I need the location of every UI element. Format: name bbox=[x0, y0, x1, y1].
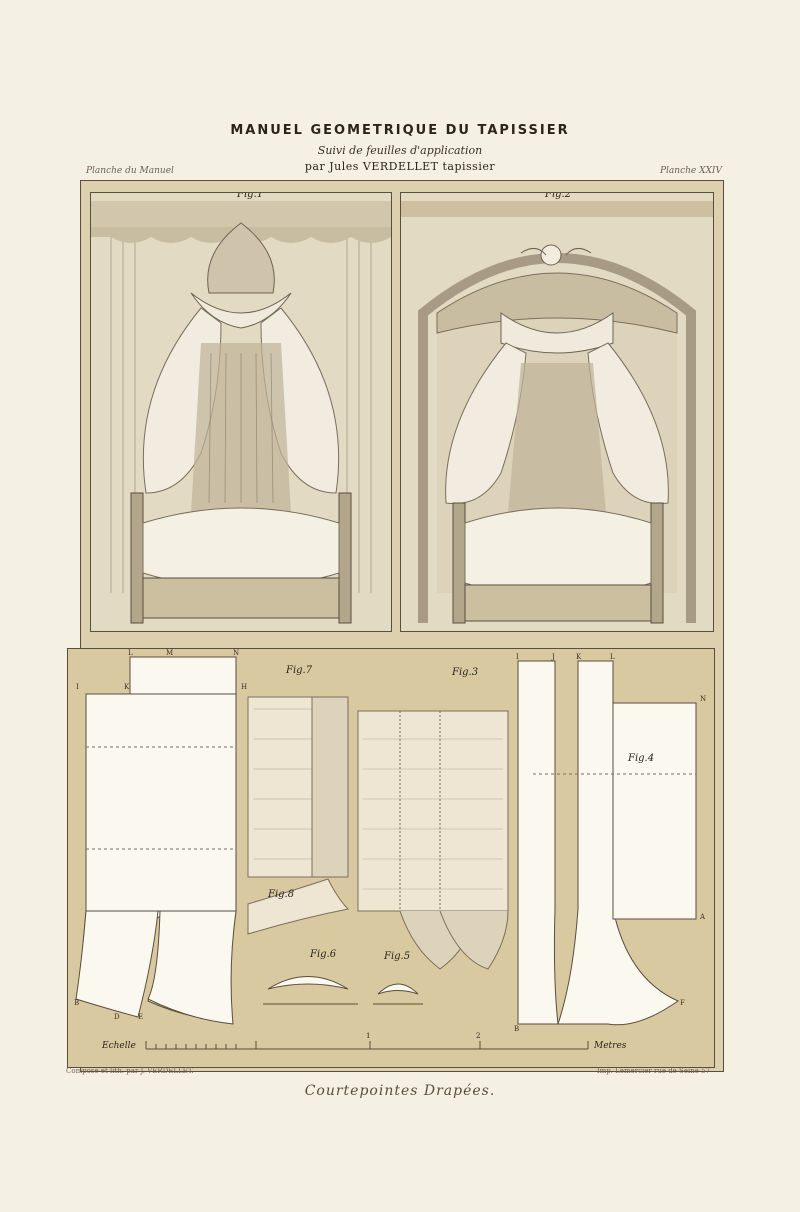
svg-text:N: N bbox=[233, 649, 239, 657]
fig1-panel: Fig.1 bbox=[90, 192, 392, 632]
fig6-label: Fig.6 bbox=[310, 949, 337, 960]
svg-text:B: B bbox=[74, 999, 79, 1007]
svg-text:N: N bbox=[700, 695, 706, 703]
svg-text:M: M bbox=[166, 649, 173, 657]
svg-text:K: K bbox=[576, 653, 582, 661]
svg-text:K: K bbox=[124, 683, 130, 691]
fig1-label: Fig.1 bbox=[237, 192, 264, 200]
svg-text:D: D bbox=[114, 1013, 120, 1021]
pattern-panel: I K L M N H B D E bbox=[67, 648, 715, 1068]
fig2-label: Fig.2 bbox=[545, 192, 572, 200]
svg-text:F: F bbox=[680, 999, 685, 1007]
fig5-label: Fig.5 bbox=[384, 951, 411, 962]
svg-text:A: A bbox=[699, 913, 706, 921]
footer-credit-left: Composé et lith. par J. VERDELLET. bbox=[66, 1067, 194, 1075]
fig7-label: Fig.7 bbox=[286, 665, 313, 676]
scale-tick-2: 2 bbox=[476, 1032, 481, 1040]
fig1-bed-illustration bbox=[91, 193, 391, 631]
svg-text:L: L bbox=[128, 649, 133, 657]
fig8-label: Fig.8 bbox=[268, 889, 295, 900]
scale-label-right: Metres bbox=[594, 1041, 627, 1051]
svg-text:L: L bbox=[610, 653, 615, 661]
svg-text:E: E bbox=[138, 1013, 143, 1021]
plate-subtitle: Suivi de feuilles d'application bbox=[317, 144, 483, 157]
svg-text:B: B bbox=[514, 1025, 519, 1033]
fig4-label: Fig.4 bbox=[628, 753, 655, 764]
svg-text:I: I bbox=[76, 683, 79, 691]
svg-text:I: I bbox=[516, 653, 519, 661]
scale-label-left: Echelle bbox=[102, 1041, 136, 1051]
svg-text:H: H bbox=[241, 683, 247, 691]
svg-text:J: J bbox=[551, 653, 555, 661]
fig2-bed-illustration bbox=[401, 193, 713, 631]
plate-title: MANUEL GEOMETRIQUE DU TAPISSIER bbox=[230, 123, 570, 138]
fig2-panel: Fig.2 bbox=[400, 192, 714, 632]
footer-credit-right: Imp. Lemercier rue de Seine 57 bbox=[596, 1067, 710, 1075]
pattern-diagrams: I K L M N H B D E bbox=[74, 649, 706, 1050]
fig3-label: Fig.3 bbox=[452, 667, 479, 678]
plate-corner-left: Planche du Manuel bbox=[86, 166, 174, 176]
plate-author: par Jules VERDELLET tapissier bbox=[304, 160, 496, 173]
plate-number: Planche XXIV bbox=[660, 166, 722, 176]
scale-tick-1: 1 bbox=[366, 1032, 371, 1040]
plate-caption: Courtepointes Drapées. bbox=[304, 1083, 496, 1099]
